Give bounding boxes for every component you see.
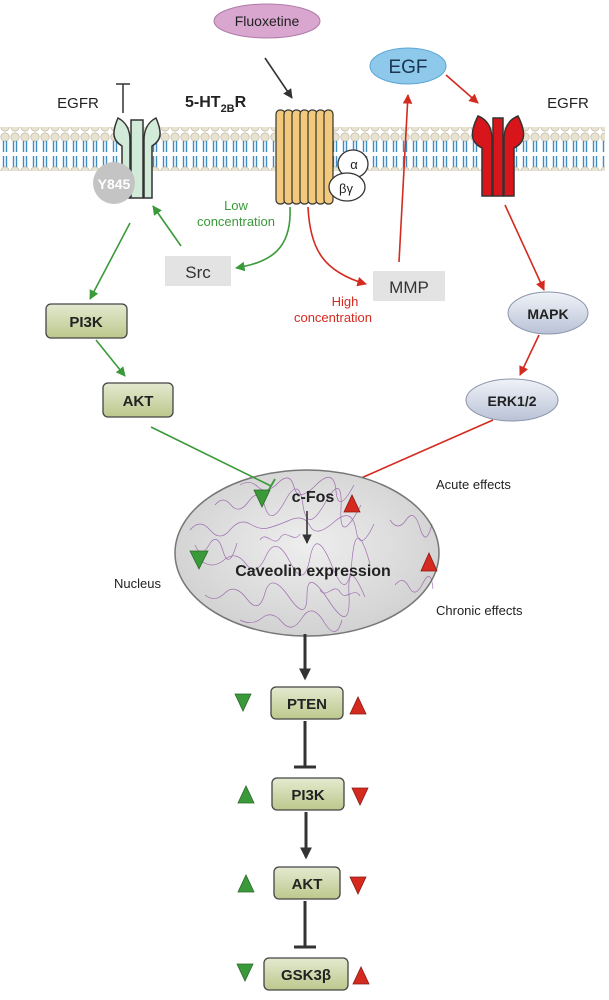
src-label: Src [185,263,211,282]
chronic-effects-label: Chronic effects [436,603,523,618]
erk-to-cfos-arrow [342,419,494,487]
5ht2br-receptor [275,109,334,205]
g-betagamma-label: βγ [339,181,353,196]
egfr-right-receptor [471,115,525,197]
pi3k-bottom-node: PI3K [271,777,345,811]
fluoxetine-label: Fluoxetine [235,13,300,29]
akt-red-down-indicator [349,876,367,895]
mapk-to-erk-arrow [519,334,540,376]
5ht2br-to-src-arrow [235,206,291,272]
y845-phospho-site: Y845 [93,162,135,204]
gsk3b-red-up-indicator [352,966,370,985]
egfr-to-mapk-arrow [504,204,545,291]
5ht2br-label: 5-HT2BR [185,94,247,115]
akt-bottom-node: AKT [273,866,341,900]
egf-node: EGF [369,47,447,85]
cfos-green-down-indicator [253,489,271,508]
akt-green-up-indicator [237,874,255,893]
gsk3b-node: GSK3β [263,957,349,991]
akt-bottom-label: AKT [292,876,323,893]
5ht2br-to-mmp-arrow [307,206,367,287]
pten-node: PTEN [270,686,344,720]
mapk-label: MAPK [527,306,568,322]
fluoxetine-node: Fluoxetine [213,3,321,39]
nucleus [174,469,440,637]
egf-label: EGF [388,57,427,78]
cfos-label: c-Fos [292,489,335,506]
low-concentration-label-line2: concentration [197,214,275,229]
pi3k-top-label: PI3K [69,314,103,331]
akt-inhibits-gsk3b [294,901,316,949]
caveolin-red-up-indicator [420,552,438,572]
egfr-left-label: EGFR [57,95,99,112]
fluoxetine-to-5ht2br-arrow [264,57,293,99]
mapk-node: MAPK [507,291,589,335]
pten-green-down-indicator [234,693,252,712]
src-to-egfr-arrow [152,205,182,247]
erk-node: ERK1/2 [465,378,559,422]
pi3k-bottom-label: PI3K [291,787,325,804]
low-concentration-label-line1: Low [224,198,248,213]
erk-label: ERK1/2 [487,393,536,409]
pten-inhibits-pi3k [294,721,316,769]
mmp-label: MMP [389,278,429,297]
pi3k-red-down-indicator [351,787,369,806]
nucleus-label: Nucleus [114,576,161,591]
pi3k-top-node: PI3K [45,303,128,339]
high-concentration-label-line1: High [332,294,359,309]
pten-label: PTEN [287,696,327,713]
egfr-right-label: EGFR [547,95,589,112]
y845-label: Y845 [98,176,131,192]
high-concentration-label-line2: concentration [294,310,372,325]
akt-top-label: AKT [123,393,154,410]
g-alpha-label: α [350,157,358,172]
mmp-to-egf-arrow [398,94,413,263]
akt-top-node: AKT [102,382,174,418]
cfos-red-up-indicator [343,494,361,513]
pi3k-green-up-indicator [237,785,255,804]
src-node: Src [165,256,231,286]
acute-effects-label: Acute effects [436,477,511,492]
pi3k-to-akt-arrow [95,339,126,377]
gsk3b-green-down-indicator [236,963,254,982]
egfr-left-inhibition-bar [116,83,130,113]
caveolin-green-down-indicator [189,550,209,570]
egfr-to-pi3k-arrow [89,222,131,300]
mmp-node: MMP [373,271,445,301]
g-protein: α βγ [328,149,369,202]
caveolin-label: Caveolin expression [235,563,391,580]
gsk3b-label: GSK3β [281,967,331,984]
egf-to-egfr-arrow [445,74,479,104]
pten-red-up-indicator [349,696,367,715]
